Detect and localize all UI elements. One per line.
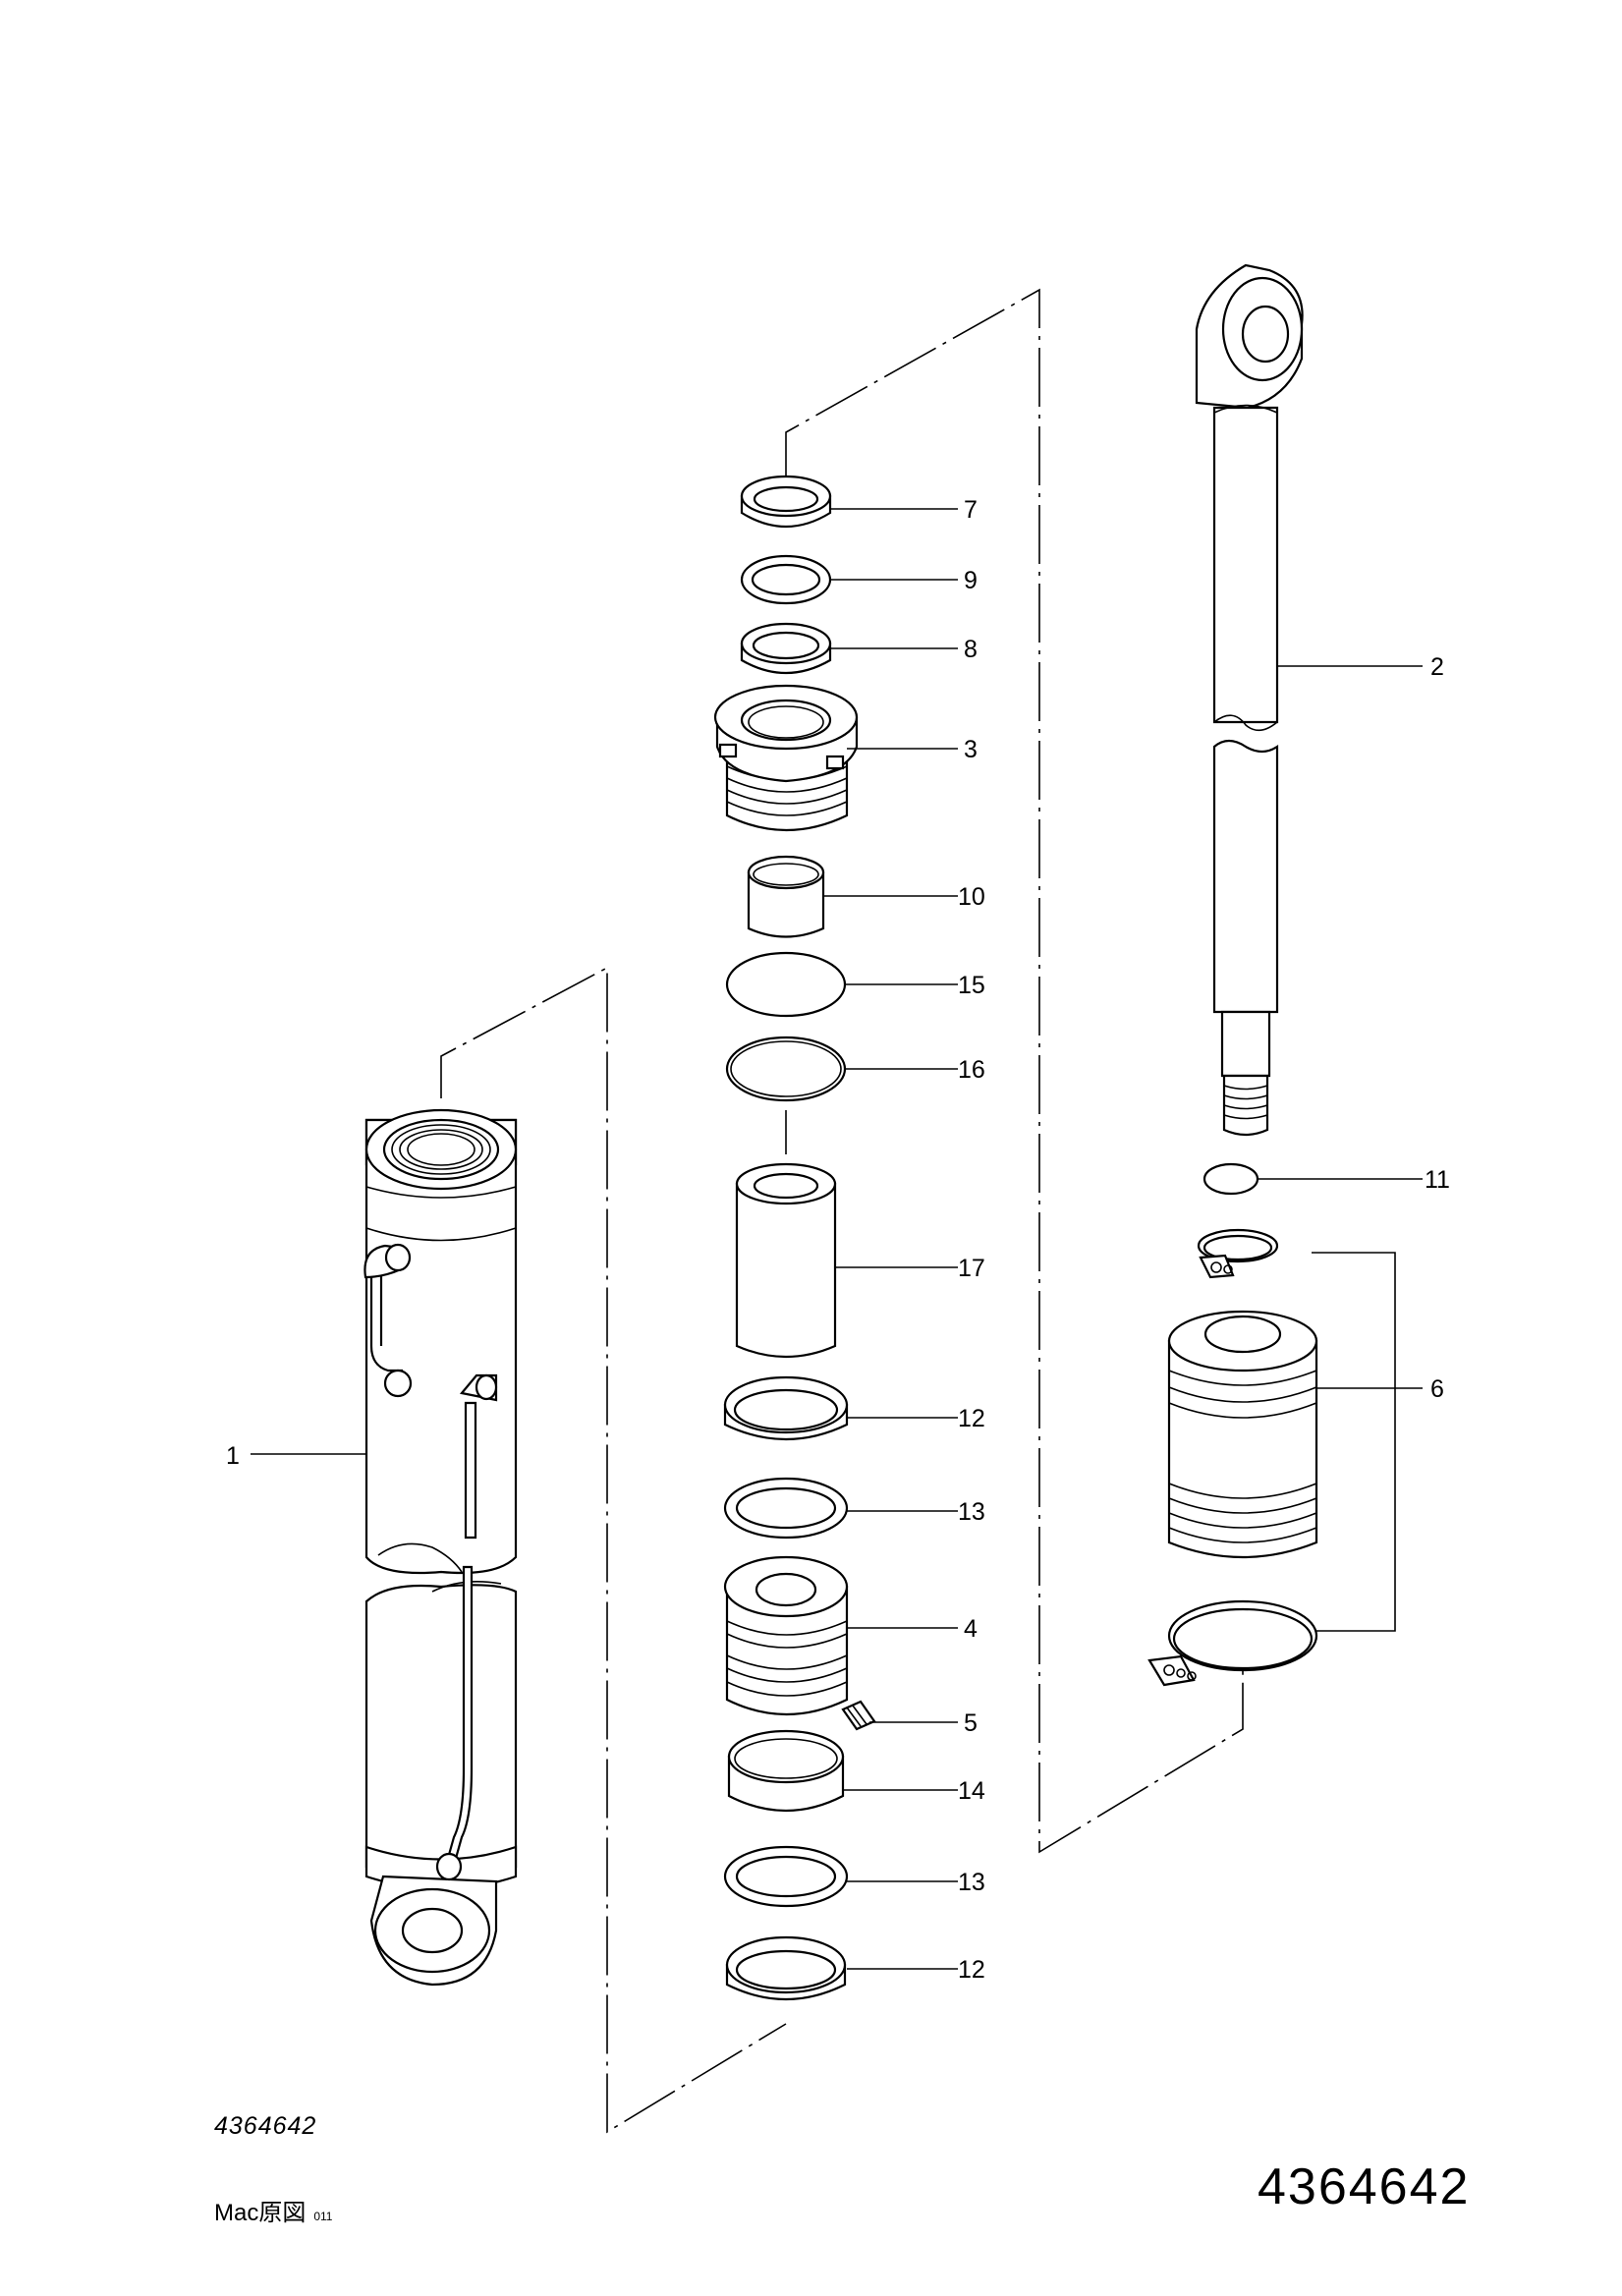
origin-label: Mac原図 011 xyxy=(214,2193,332,2227)
drawing-number-small: 4364642 xyxy=(214,2112,317,2140)
callout-numbers: 1 2 3 4 5 6 7 8 9 10 11 12 12 13 13 14 1… xyxy=(226,496,1450,1984)
part-7-seal xyxy=(740,475,832,528)
callout-7: 7 xyxy=(964,496,978,524)
callout-15: 15 xyxy=(958,972,985,999)
part-11-o-ring xyxy=(1203,1162,1259,1196)
callout-4: 4 xyxy=(964,1615,978,1643)
part-16-o-ring xyxy=(725,1036,847,1102)
leader-lines xyxy=(251,508,1423,1970)
part-12-wear-ring-lower xyxy=(725,1935,847,2001)
callout-6: 6 xyxy=(1430,1375,1444,1403)
callout-13-upper: 13 xyxy=(958,1498,985,1526)
part-4-piston xyxy=(723,1555,849,1716)
callout-13-lower: 13 xyxy=(958,1869,985,1896)
part-13-seal-ring-upper xyxy=(723,1477,849,1540)
callout-2: 2 xyxy=(1430,653,1444,681)
part-1-cylinder-tube xyxy=(364,1108,518,1987)
callout-8: 8 xyxy=(964,636,978,663)
callout-1: 1 xyxy=(226,1442,240,1470)
part-8-seal xyxy=(740,622,832,675)
part-15-backup-ring xyxy=(725,951,847,1018)
part-13-seal-ring-lower xyxy=(723,1845,849,1908)
part-12-wear-ring-upper xyxy=(723,1375,849,1441)
callout-10: 10 xyxy=(958,883,985,911)
part-6-dust-boot xyxy=(1147,1228,1318,1687)
part-10-bushing xyxy=(747,855,825,938)
callout-3: 3 xyxy=(964,736,978,763)
part-9-ring xyxy=(740,554,832,605)
callout-11: 11 xyxy=(1425,1166,1450,1194)
callout-14: 14 xyxy=(958,1777,985,1805)
part-2-piston-rod xyxy=(1195,263,1304,1137)
origin-code: 011 xyxy=(313,2210,333,2223)
origin-label-text: Mac原図 xyxy=(214,2200,307,2226)
part-14-ring xyxy=(727,1729,845,1813)
callout-17: 17 xyxy=(958,1255,985,1282)
part-3-rod-cover xyxy=(713,684,859,832)
part-17-spacer xyxy=(735,1162,837,1359)
callout-16: 16 xyxy=(958,1056,985,1084)
part-5-set-screw xyxy=(841,1700,876,1731)
callout-5: 5 xyxy=(964,1709,978,1737)
assembly-lines xyxy=(440,288,1396,2134)
callout-9: 9 xyxy=(964,567,978,594)
drawing-number-large: 4364642 xyxy=(1258,2158,1471,2215)
callout-12-upper: 12 xyxy=(958,1405,985,1432)
callout-12-lower: 12 xyxy=(958,1956,985,1984)
